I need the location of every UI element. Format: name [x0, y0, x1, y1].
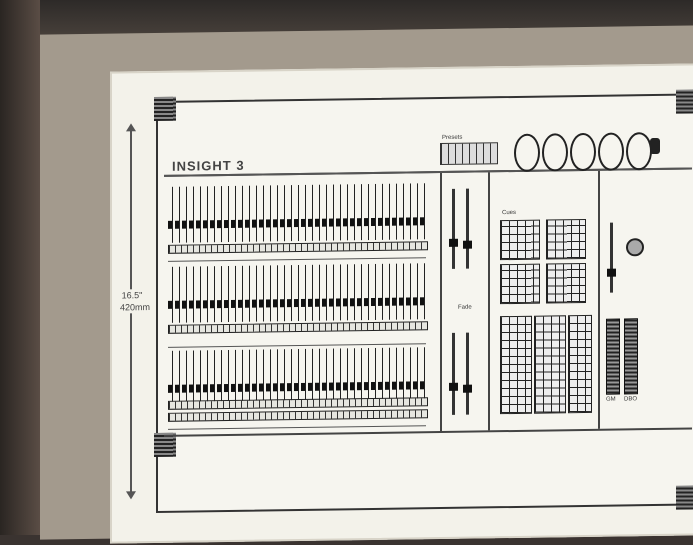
- preset-keypad-label: Presets: [442, 134, 463, 141]
- fader-bank-1-buttons: [168, 241, 428, 254]
- dimension-arrow-top-icon: [126, 123, 136, 132]
- console-foot-top-left: [154, 96, 176, 122]
- master-knob-icon: [626, 238, 644, 257]
- playback-fader-c-cap: [449, 382, 458, 391]
- console-brand-title: INSIGHT 3: [172, 157, 245, 174]
- playback-fader-a-cap: [449, 238, 458, 247]
- height-inches: 16.5": [121, 290, 143, 301]
- fader-bank-2-buttons: [168, 321, 428, 334]
- encoder-wheel-2-icon: [542, 133, 568, 172]
- height-dimension-label: 16.5" 420mm: [120, 289, 151, 314]
- playback-fader-c: [452, 332, 455, 415]
- fade-pad-label: Fade: [458, 304, 472, 311]
- fader-bank-3-buttons-lower: [168, 409, 428, 422]
- playback-fader-a: [452, 188, 455, 269]
- cue-pad-label: Cues: [502, 209, 517, 217]
- fader-bank-2: [168, 263, 428, 348]
- fader-area-bottom-line: [164, 427, 692, 437]
- encoder-wheel-4-icon: [598, 132, 624, 171]
- fader-bank-1: [168, 183, 428, 262]
- fader-bank-1-faders: [168, 183, 426, 243]
- cue-keypad-3: [500, 263, 540, 305]
- numeric-keypad-1: [500, 315, 532, 415]
- fader-bank-3: [168, 347, 428, 430]
- room-wall-left: [0, 0, 40, 535]
- playback-fader-d-cap: [463, 384, 472, 393]
- encoder-wheel-5-icon: [626, 132, 652, 171]
- master-fader-track: [610, 222, 613, 293]
- projected-slide: 16.5" 420mm INSIGHT 3 Presets: [110, 63, 693, 544]
- cue-keypad-4: [546, 262, 586, 304]
- encoder-wheel-1-icon: [514, 133, 540, 172]
- projection-screen: 16.5" 420mm INSIGHT 3 Presets: [40, 25, 693, 544]
- cue-keypad-2: [546, 218, 586, 260]
- blackout-fader: [624, 318, 638, 395]
- section-divider-2: [488, 172, 490, 431]
- fader-bank-2-faders: [168, 263, 426, 323]
- playback-fader-d: [466, 332, 469, 415]
- console-foot-bottom-right: [676, 485, 693, 510]
- lighting-console-drawing: INSIGHT 3 Presets: [154, 89, 693, 513]
- blackout-label: DBO: [624, 396, 638, 403]
- numeric-keypad-3: [568, 314, 592, 414]
- grandmaster-fader: [606, 318, 620, 395]
- master-fader-cap: [607, 268, 616, 277]
- playback-fader-b-cap: [463, 240, 472, 249]
- dimension-arrow-bottom-icon: [126, 491, 136, 500]
- grandmaster-label: GM: [606, 396, 616, 403]
- cue-keypad-1: [500, 219, 540, 261]
- section-divider-3: [598, 170, 600, 429]
- console-foot-top-right: [676, 89, 693, 114]
- encoder-wheel-3-icon: [570, 132, 596, 172]
- preset-keypad: [440, 142, 498, 166]
- numeric-keypad-2: [534, 315, 566, 414]
- height-millimeters: 420mm: [120, 302, 151, 313]
- encoder-cap-icon: [650, 137, 660, 155]
- section-divider-1: [440, 172, 442, 432]
- playback-fader-b: [466, 188, 469, 269]
